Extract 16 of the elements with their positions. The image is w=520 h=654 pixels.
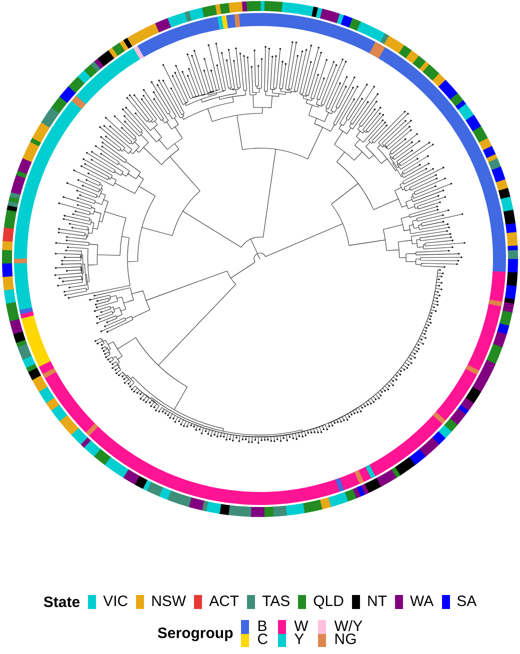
legend-label: W/Y	[334, 620, 363, 634]
legend-label: NSW	[151, 595, 186, 609]
legend-label: B	[257, 620, 268, 634]
legend-label: NG	[334, 633, 357, 648]
legend-label: QLD	[313, 595, 344, 609]
legend-label: ACT	[209, 595, 240, 609]
legend-label: TAS	[262, 595, 290, 609]
legend-title: State	[43, 594, 80, 610]
legend-label: C	[257, 633, 268, 648]
legend-label: WA	[410, 595, 434, 609]
legend-title: Serogroup	[157, 626, 234, 641]
legend-label: W	[294, 620, 308, 634]
legend-label: VIC	[103, 595, 128, 609]
legend-label: NT	[366, 595, 387, 609]
legend-label: SA	[456, 595, 477, 609]
legend-label: Y	[294, 633, 304, 648]
